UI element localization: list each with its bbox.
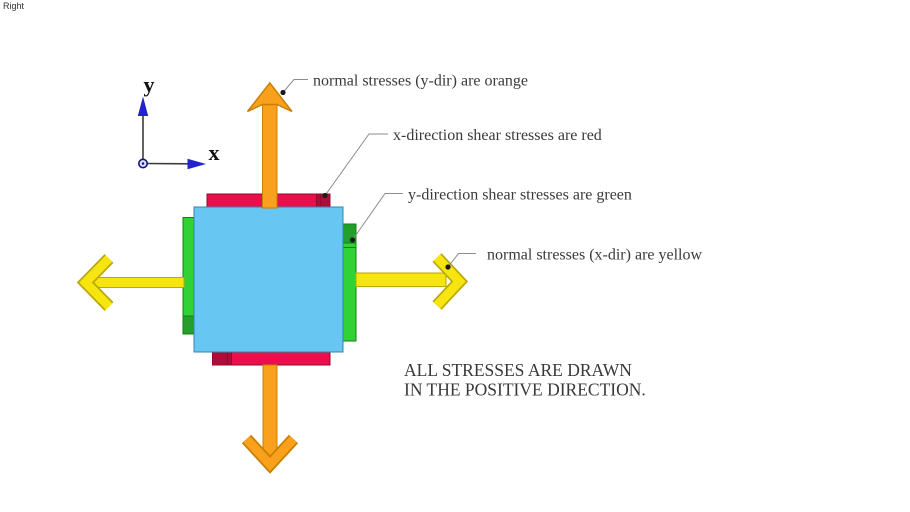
view-name-label: Right [3, 1, 25, 11]
shear-bar-bottom-dark-segment[interactable] [212, 351, 232, 366]
leader-dot-green-icon [349, 237, 356, 243]
annotation-normal-x[interactable]: normal stresses (x-dir) are yellow [487, 247, 702, 264]
y-axis-arrow-icon [137, 96, 149, 116]
shear-bar-left-dark-segment[interactable] [182, 315, 195, 335]
annotation-shear-y[interactable]: y-direction shear stresses are green [408, 187, 632, 204]
down-arrow-head-icon[interactable] [243, 435, 297, 472]
right-arrow-shaft[interactable] [355, 272, 447, 287]
y-axis-label: y [144, 72, 155, 97]
up-arrow-shaft[interactable] [262, 99, 278, 209]
x-axis-arrow-icon [187, 158, 206, 170]
normal-stress-arrows-y [241, 81, 299, 474]
coordinate-axes: y x [137, 72, 220, 170]
leader-line-orange [282, 79, 308, 93]
leader-dot-yellow-icon [445, 264, 451, 270]
annotation-leaders [280, 79, 476, 270]
left-arrow-shaft[interactable] [87, 277, 185, 288]
annotation-normal-y[interactable]: normal stresses (y-dir) are orange [313, 73, 528, 90]
down-arrow-shaft[interactable] [262, 364, 278, 463]
axes-origin-dot-icon [141, 162, 145, 165]
right-arrow-head-icon[interactable] [433, 254, 466, 309]
up-arrow-head-icon[interactable] [246, 81, 293, 113]
caption-line-1[interactable]: ALL STRESSES ARE DRAWN [404, 360, 632, 380]
left-arrow-head-icon[interactable] [79, 255, 113, 310]
x-axis-label: x [209, 140, 220, 165]
stress-element-face[interactable] [193, 206, 344, 353]
leader-dot-red-icon [322, 192, 328, 199]
leader-line-green [352, 193, 403, 241]
caption-line-2[interactable]: IN THE POSITIVE DIRECTION. [404, 380, 646, 400]
annotation-shear-x[interactable]: x-direction shear stresses are red [393, 127, 602, 144]
normal-stress-arrows-x [76, 253, 469, 311]
leader-line-red [324, 133, 388, 196]
leader-line-yellow [447, 253, 476, 268]
leader-dot-orange-icon [280, 89, 286, 96]
